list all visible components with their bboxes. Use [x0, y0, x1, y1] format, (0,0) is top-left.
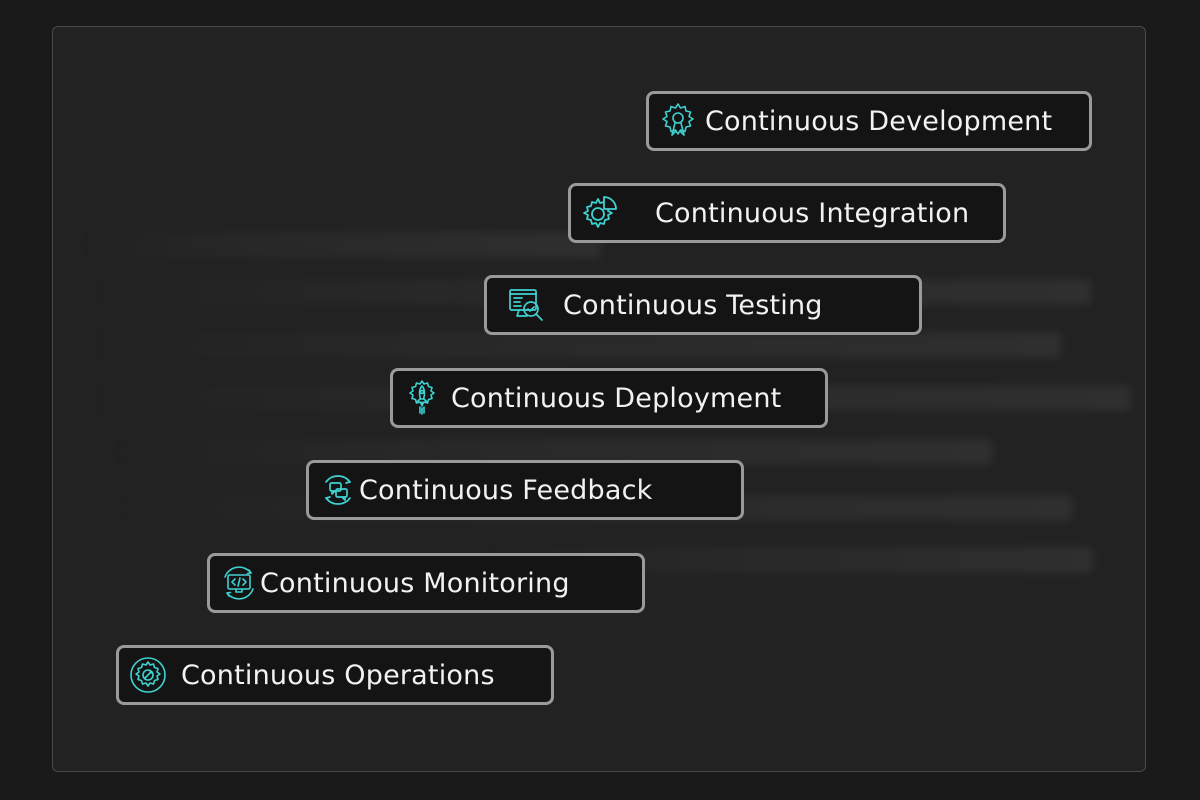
- code-monitor-icon: [218, 562, 260, 604]
- chat-cycle-icon: [317, 469, 359, 511]
- step-continuous-monitoring: Continuous Monitoring: [207, 553, 645, 613]
- background-streak: [71, 232, 601, 258]
- step-label: Continuous Feedback: [359, 474, 653, 506]
- step-continuous-integration: Continuous Integration: [568, 183, 1006, 243]
- step-label: Continuous Operations: [181, 659, 495, 691]
- gear-pie-icon: [579, 192, 621, 234]
- step-continuous-operations: Continuous Operations: [116, 645, 554, 705]
- gear-wrench-icon: [127, 654, 169, 696]
- screen-magnifier-check-icon: [505, 284, 547, 326]
- step-label: Continuous Testing: [563, 289, 823, 321]
- step-label: Continuous Deployment: [451, 382, 782, 414]
- step-continuous-development: Continuous Development: [646, 91, 1092, 151]
- step-continuous-feedback: Continuous Feedback: [306, 460, 744, 520]
- step-label: Continuous Monitoring: [260, 567, 570, 599]
- background-streak: [71, 332, 1061, 358]
- step-continuous-testing: Continuous Testing: [484, 275, 922, 335]
- gear-rocket-icon: [657, 100, 699, 142]
- step-label: Continuous Development: [705, 105, 1053, 137]
- step-label: Continuous Integration: [655, 197, 970, 229]
- gear-rocket-launch-icon: [401, 377, 443, 419]
- step-continuous-deployment: Continuous Deployment: [390, 368, 828, 428]
